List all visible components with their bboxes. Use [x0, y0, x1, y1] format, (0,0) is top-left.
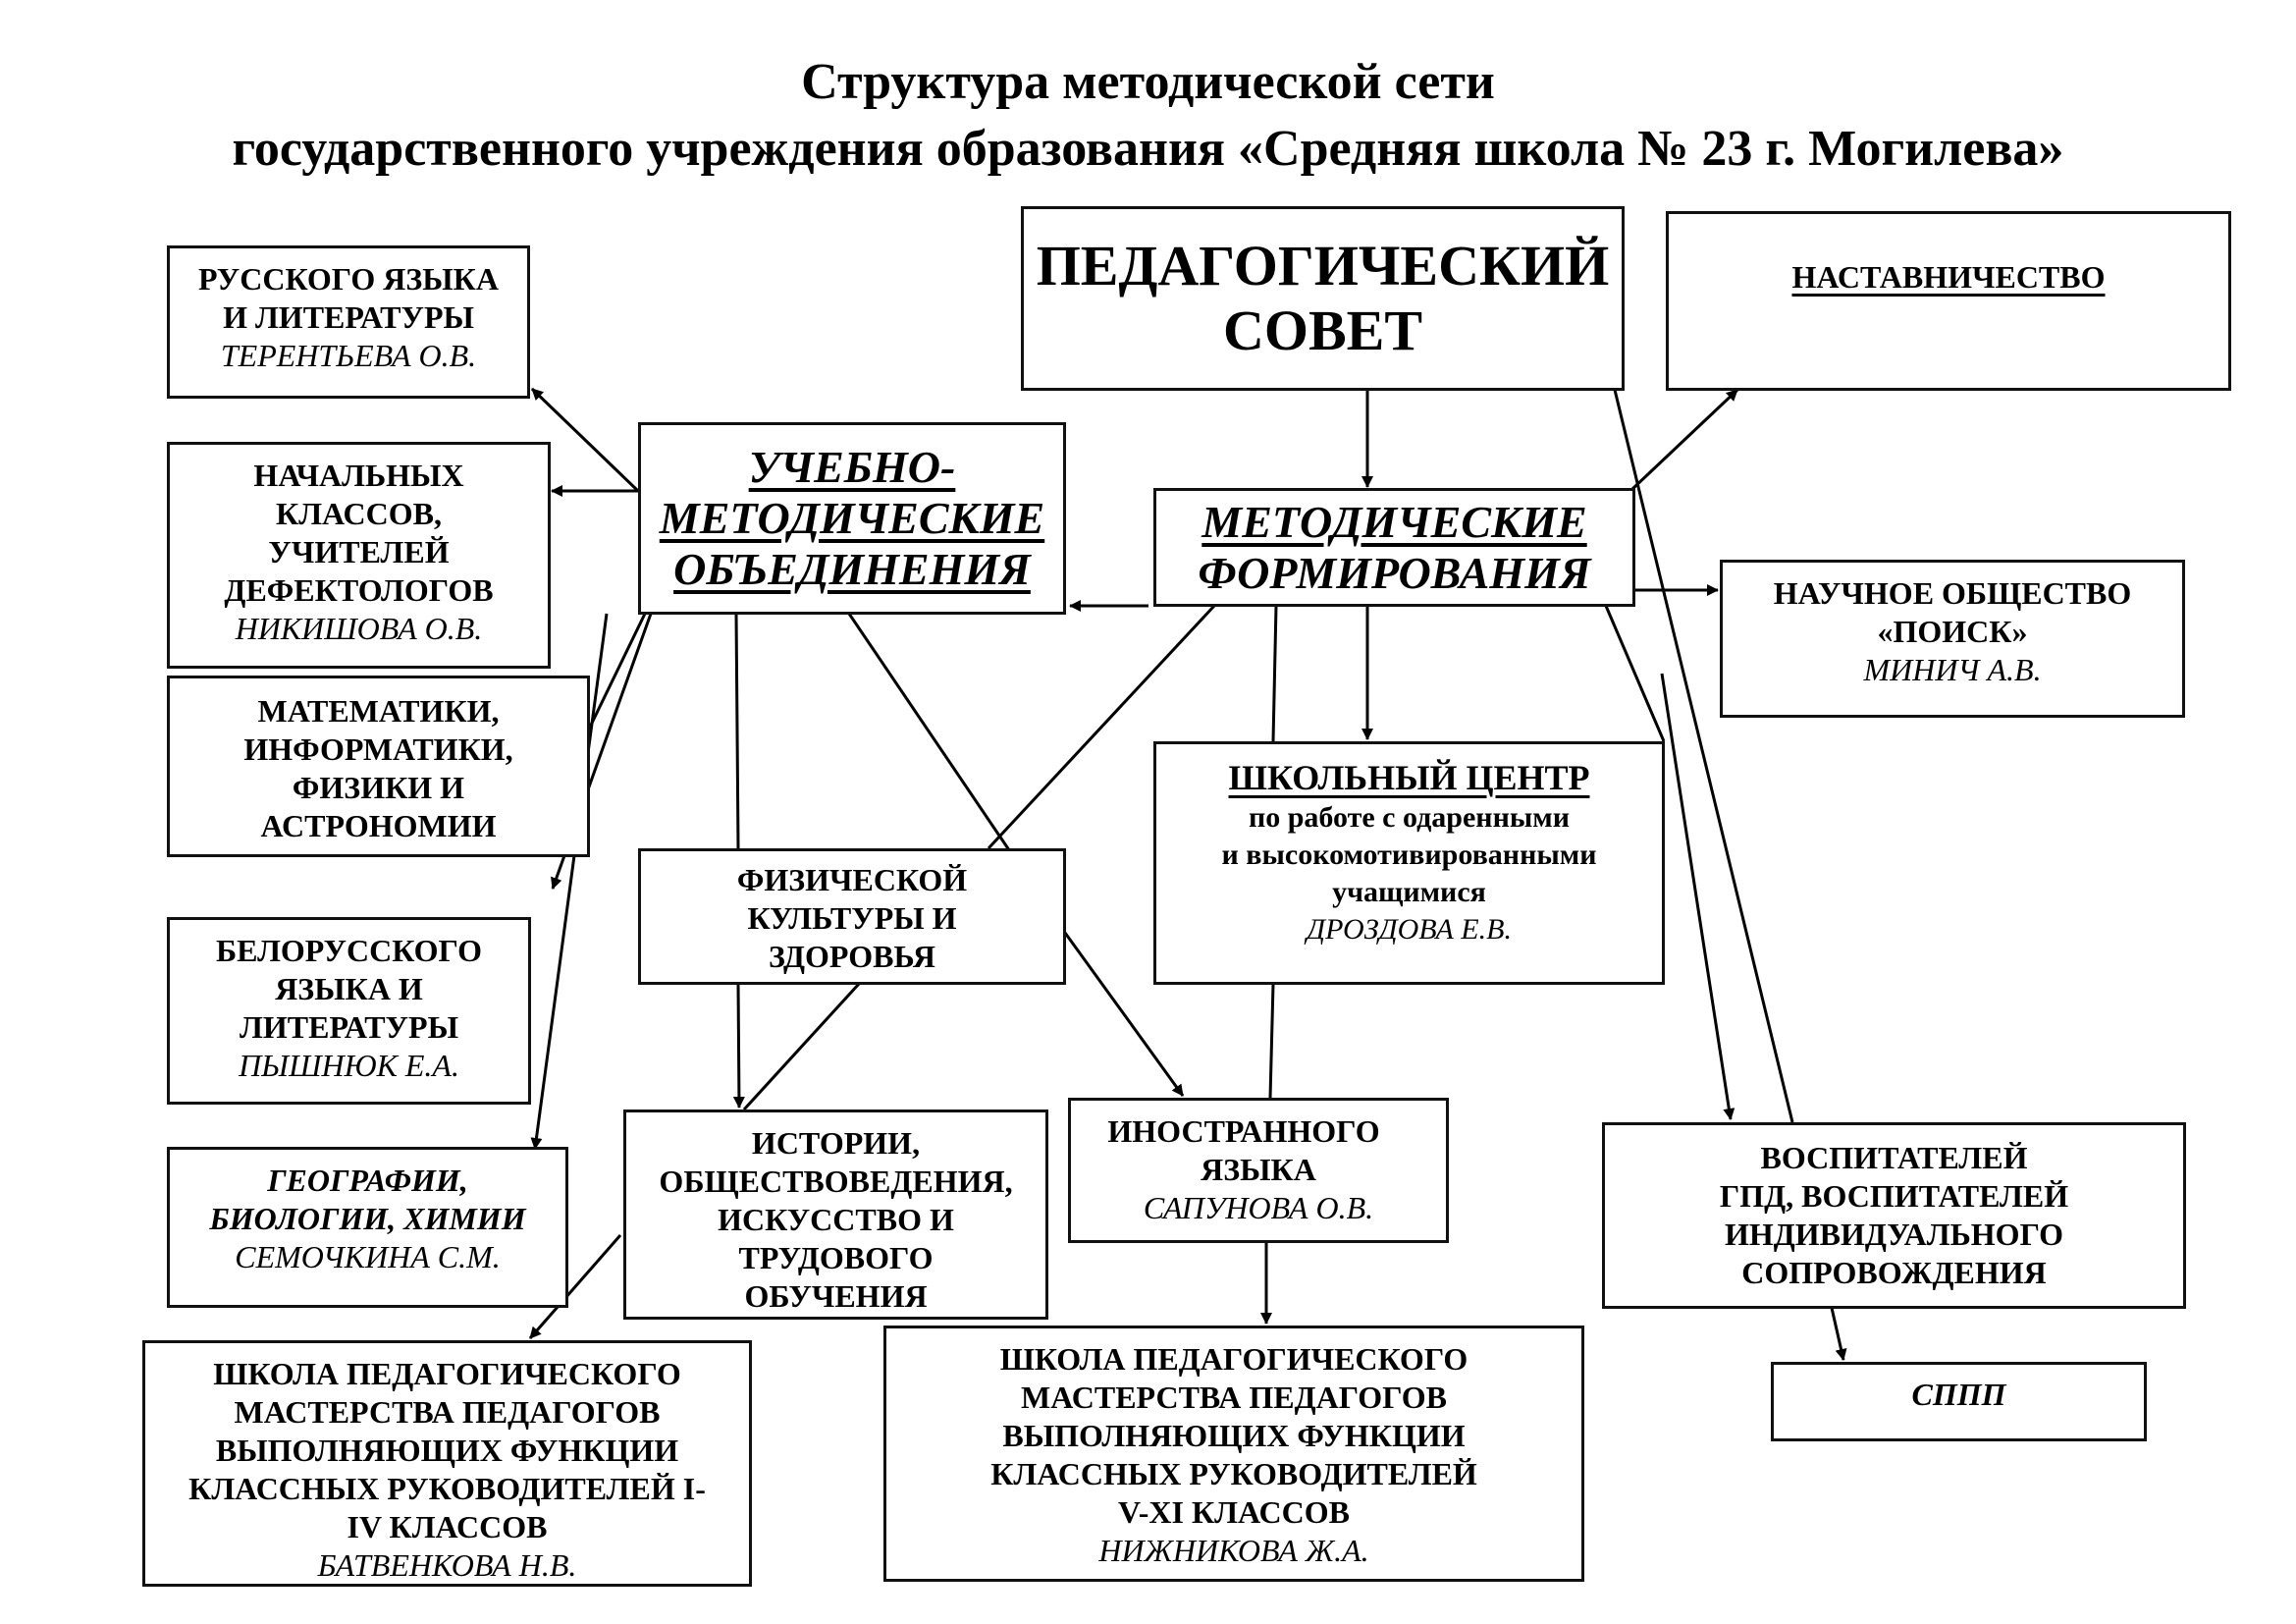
primary-line-4: ДЕФЕКТОЛОГОВ	[224, 572, 494, 608]
umo-line-3: ОБЪЕДИНЕНИЯ	[673, 544, 1031, 594]
foreign-head: САПУНОВА О.В.	[1143, 1190, 1374, 1225]
math-line-4: АСТРОНОМИИ	[260, 808, 497, 843]
sppp-label: СППП	[1911, 1377, 2006, 1412]
pe-line-2: КУЛЬТУРЫ И	[747, 900, 957, 936]
link-mf-nastavnichestvo	[1630, 388, 1739, 491]
science-line-1: НАУЧНОЕ ОБЩЕСТВО	[1773, 575, 2132, 611]
belarusian-line-1: БЕЛОРУССКОГО	[215, 933, 482, 968]
link-pedsovet-educators	[1613, 389, 1794, 1123]
primary-line-1: НАЧАЛЬНЫХ	[253, 458, 464, 493]
school14-line-1: ШКОЛА ПЕДАГОГИЧЕСКОГО	[213, 1356, 681, 1391]
node-history: ИСТОРИИ, ОБЩЕСТВОВЕДЕНИЯ, ИСКУССТВО И ТР…	[623, 1110, 1048, 1320]
belarusian-line-3: ЛИТЕРАТУРЫ	[240, 1009, 458, 1045]
school14-head: БАТВЕНКОВА Н.В.	[317, 1547, 577, 1583]
mf-line-1: МЕТОДИЧЕСКИЕ	[1201, 496, 1587, 547]
russian-head: ТЕРЕНТЬЕВА О.В.	[220, 338, 477, 373]
school511-line-2: МАСТЕРСТВА ПЕДАГОГОВ	[1021, 1380, 1447, 1415]
gifted-line-1: по работе с одаренными	[1248, 801, 1571, 834]
foreign-line-2: ЯЗЫКА	[1201, 1152, 1316, 1187]
node-school-1-4: ШКОЛА ПЕДАГОГИЧЕСКОГО МАСТЕРСТВА ПЕДАГОГ…	[142, 1340, 752, 1587]
school511-line-1: ШКОЛА ПЕДАГОГИЧЕСКОГО	[999, 1341, 1468, 1377]
math-line-3: ФИЗИКИ И	[292, 770, 465, 805]
history-line-1: ИСТОРИИ,	[751, 1125, 921, 1161]
school511-head: НИЖНИКОВА Ж.А.	[1098, 1533, 1369, 1568]
science-line-2: «ПОИСК»	[1877, 614, 2028, 649]
node-umo: УЧЕБНО- МЕТОДИЧЕСКИЕ ОБЪЕДИНЕНИЯ	[638, 422, 1066, 615]
node-math: МАТЕМАТИКИ, ИНФОРМАТИКИ, ФИЗИКИ И АСТРОН…	[167, 676, 590, 857]
primary-head: НИКИШОВА О.В.	[235, 611, 483, 646]
link-mf-gifted-2	[1271, 605, 1278, 742]
educators-line-4: СОПРОВОЖДЕНИЯ	[1741, 1255, 2047, 1290]
link-umo-russian	[530, 387, 640, 493]
mf-line-2: ФОРМИРОВАНИЯ	[1198, 547, 1591, 598]
educators-line-3: ИНДИВИДУАЛЬНОГО	[1724, 1217, 2064, 1252]
node-ped-sovet: ПЕДАГОГИЧЕСКИЙ СОВЕТ	[1021, 206, 1625, 391]
ped-sovet-line-1: ПЕДАГОГИЧЕСКИЙ	[1036, 234, 1610, 298]
node-foreign: ИНОСТРАННОГО ЯЗЫКА САПУНОВА О.В.	[1068, 1098, 1449, 1243]
geo-line-2: БИОЛОГИИ, ХИМИИ	[209, 1201, 526, 1236]
history-line-3: ИСКУССТВО И	[718, 1202, 954, 1237]
geo-head: СЕМОЧКИНА С.М.	[235, 1239, 501, 1274]
geo-line-1: ГЕОГРАФИИ,	[267, 1163, 468, 1198]
school511-line-5: V-XI КЛАССОВ	[1118, 1494, 1350, 1530]
math-line-1: МАТЕМАТИКИ,	[257, 693, 500, 729]
nastavnichestvo-label: НАСТАВНИЧЕСТВО	[1791, 259, 2106, 295]
school511-line-3: ВЫПОЛНЯЮЩИХ ФУНКЦИИ	[1002, 1418, 1466, 1453]
primary-line-2: КЛАССОВ,	[275, 496, 442, 531]
node-russian: РУССКОГО ЯЗЫКА И ЛИТЕРАТУРЫ ТЕРЕНТЬЕВА О…	[167, 245, 530, 399]
russian-line-1: РУССКОГО ЯЗЫКА	[198, 261, 499, 297]
link-pe-history-2	[742, 982, 861, 1111]
node-school-5-11: ШКОЛА ПЕДАГОГИЧЕСКОГО МАСТЕРСТВА ПЕДАГОГ…	[883, 1326, 1584, 1582]
node-sppp: СППП	[1771, 1362, 2147, 1441]
link-umo-foreign-2	[1063, 932, 1185, 1097]
page-title-line-1: Структура методической сети	[801, 54, 1495, 110]
science-head: МИНИЧ А.В.	[1863, 652, 2042, 687]
educators-line-1: ВОСПИТАТЕЛЕЙ	[1760, 1140, 2028, 1175]
link-umo-pe	[734, 613, 740, 849]
link-gifted-educators	[1660, 673, 1735, 1120]
school14-line-5: IV КЛАССОВ	[347, 1509, 548, 1544]
ped-sovet-line-2: СОВЕТ	[1222, 298, 1423, 362]
link-history-school14	[528, 1234, 622, 1339]
node-nastavnichestvo: НАСТАВНИЧЕСТВО	[1666, 211, 2231, 391]
umo-line-2: МЕТОДИЧЕСКИЕ	[659, 493, 1045, 543]
node-gifted: ШКОЛЬНЫЙ ЦЕНТР по работе с одаренными и …	[1153, 741, 1665, 985]
pe-line-3: ЗДОРОВЬЯ	[769, 939, 935, 974]
link-gifted-foreign	[1268, 983, 1275, 1099]
node-science: НАУЧНОЕ ОБЩЕСТВО «ПОИСК» МИНИЧ А.В.	[1720, 560, 2185, 718]
pe-line-1: ФИЗИЧЕСКОЙ	[736, 862, 968, 897]
school511-line-4: КЛАССНЫХ РУКОВОДИТЕЛЕЙ	[990, 1456, 1477, 1491]
gifted-line-2: и высокомотивированными	[1221, 839, 1597, 871]
educators-line-2: ГПД, ВОСПИТАТЕЛЕЙ	[1719, 1178, 2069, 1214]
node-geo: ГЕОГРАФИИ, БИОЛОГИИ, ХИМИИ СЕМОЧКИНА С.М…	[167, 1147, 568, 1308]
node-educators: ВОСПИТАТЕЛЕЙ ГПД, ВОСПИТАТЕЛЕЙ ИНДИВИДУА…	[1602, 1122, 2186, 1309]
history-line-4: ТРУДОВОГО	[738, 1240, 934, 1275]
link-umo-geo	[530, 613, 609, 1150]
node-pe: ФИЗИЧЕСКОЙ КУЛЬТУРЫ И ЗДОРОВЬЯ	[638, 848, 1066, 985]
link-mf-pe	[987, 604, 1216, 850]
history-line-2: ОБЩЕСТВОВЕДЕНИЯ,	[659, 1164, 1013, 1199]
foreign-line-1: ИНОСТРАННОГО	[1107, 1113, 1380, 1149]
page-title-line-2: государственного учреждения образования …	[232, 121, 2064, 177]
gifted-head: ДРОЗДОВА Е.В.	[1307, 913, 1512, 946]
belarusian-line-2: ЯЗЫКА И	[275, 971, 423, 1006]
school14-line-4: КЛАССНЫХ РУКОВОДИТЕЛЕЙ I-	[188, 1471, 706, 1506]
gifted-heading: ШКОЛЬНЫЙ ЦЕНТР	[1228, 758, 1590, 797]
link-pe-history	[732, 983, 745, 1109]
history-line-5: ОБУЧЕНИЯ	[744, 1278, 928, 1314]
link-educators-sppp	[1830, 1307, 1847, 1361]
gifted-line-3: учащимися	[1332, 876, 1486, 908]
link-mf-educators	[1604, 605, 1666, 742]
node-belarusian: БЕЛОРУССКОГО ЯЗЫКА И ЛИТЕРАТУРЫ ПЫШНЮК Е…	[167, 917, 531, 1105]
primary-line-3: УЧИТЕЛЕЙ	[268, 534, 450, 569]
node-primary: НАЧАЛЬНЫХ КЛАССОВ, УЧИТЕЛЕЙ ДЕФЕКТОЛОГОВ…	[167, 442, 551, 669]
math-line-2: ИНФОРМАТИКИ,	[243, 731, 513, 767]
russian-line-2: И ЛИТЕРАТУРЫ	[223, 299, 474, 335]
school14-line-3: ВЫПОЛНЯЮЩИХ ФУНКЦИИ	[215, 1433, 679, 1468]
node-mf: МЕТОДИЧЕСКИЕ ФОРМИРОВАНИЯ	[1153, 488, 1635, 607]
school14-line-2: МАСТЕРСТВА ПЕДАГОГОВ	[234, 1394, 661, 1430]
belarusian-head: ПЫШНЮК Е.А.	[239, 1048, 459, 1083]
umo-line-1: УЧЕБНО-	[748, 442, 956, 492]
